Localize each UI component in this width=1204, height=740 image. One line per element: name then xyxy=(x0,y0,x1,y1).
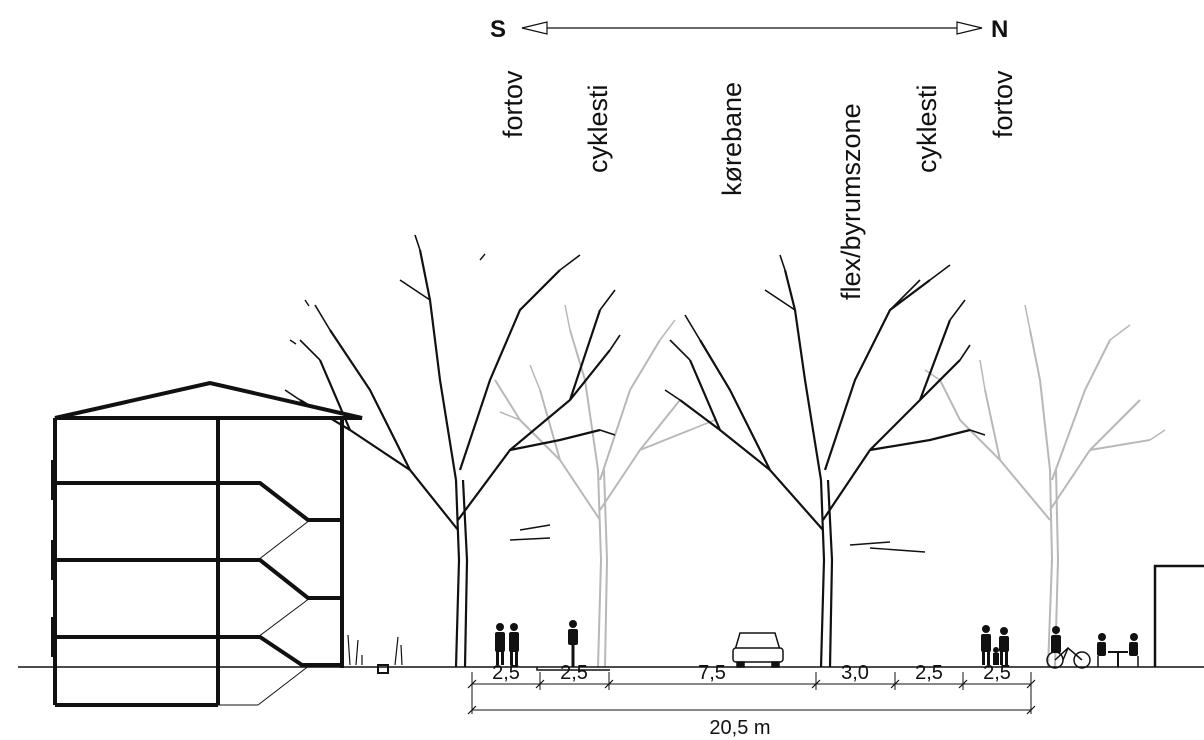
dim-label-fortov-south: 2,5 xyxy=(492,662,520,684)
dim-label-cyklesti-south: 2,5 xyxy=(560,662,588,684)
family-icon xyxy=(981,625,1009,665)
dim-label-flex: 3,0 xyxy=(841,662,869,684)
dim-label-total: 20,5 m xyxy=(709,717,770,739)
building-stair-lines xyxy=(257,519,311,706)
dim-slashes xyxy=(467,679,1036,715)
building-window-2 xyxy=(51,540,57,580)
zone-label-korebane: kørebane xyxy=(717,82,747,196)
zone-label-fortov-south: fortov xyxy=(498,70,528,138)
building-right-edge xyxy=(1153,564,1204,667)
drain-icon xyxy=(377,664,389,674)
building-section xyxy=(51,380,363,707)
dim-label-cyklesti-north: 2,5 xyxy=(915,662,943,684)
zone-label-flex-byrumszone: flex/byrumszone xyxy=(836,103,866,300)
south-label: S xyxy=(490,16,506,43)
planting-icon xyxy=(347,634,403,666)
dim-label-fortov-north: 2,5 xyxy=(983,662,1011,684)
zone-labels: fortov cyklesti kørebane flex/byrumszone… xyxy=(498,70,1018,300)
building-roof xyxy=(54,380,363,420)
dimension-lines xyxy=(467,672,1036,715)
building-window-1 xyxy=(51,617,57,657)
background-tree-right xyxy=(924,304,1166,668)
north-label: N xyxy=(991,16,1008,43)
cyclist-icon xyxy=(568,620,578,667)
car-icon xyxy=(732,632,784,668)
north-arrowhead xyxy=(956,21,983,35)
building-floor-3 xyxy=(55,481,342,522)
cafe-seating-icon xyxy=(1097,633,1139,667)
foreground-tree-right xyxy=(664,254,986,668)
south-arrowhead xyxy=(521,21,548,35)
building-window-3 xyxy=(51,460,57,500)
zone-label-fortov-north: fortov xyxy=(988,70,1018,138)
building-floor-2 xyxy=(55,558,342,600)
ground xyxy=(18,634,1204,674)
bike-lane-step xyxy=(536,667,610,671)
background-tree-left xyxy=(494,304,716,668)
dimension-labels: 2,5 2,5 7,5 3,0 2,5 2,5 20,5 m xyxy=(492,662,1011,739)
pedestrians-south-icon xyxy=(495,623,519,665)
zone-label-cyklesti-south: cyklesti xyxy=(583,84,613,173)
foreground-tree-left xyxy=(284,234,621,668)
zone-label-cyklesti-north: cyklesti xyxy=(912,84,942,173)
cyclist-with-bike-icon xyxy=(1046,626,1091,669)
dim-label-korebane: 7,5 xyxy=(698,662,726,684)
orientation-arrow: S N xyxy=(490,16,1008,43)
building-floor-1 xyxy=(55,635,342,667)
